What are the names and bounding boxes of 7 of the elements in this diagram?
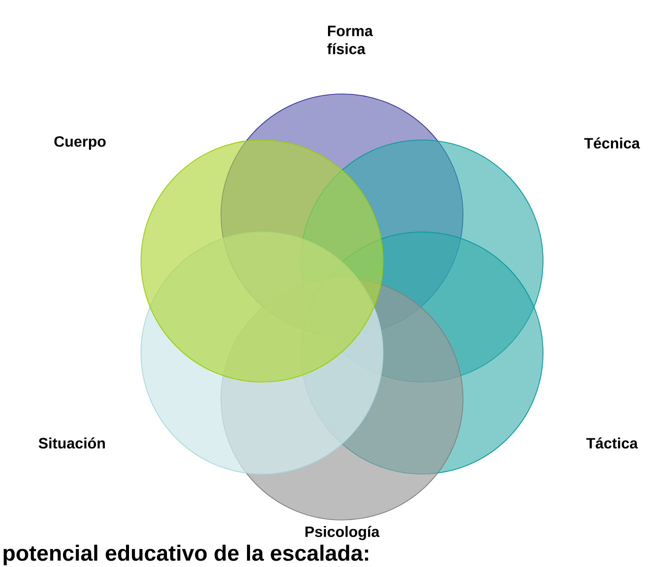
circle-label: Cuerpo [54,136,106,150]
title: potencial educativo de la escalada: [4,544,368,566]
circle-label: Técnica [584,137,640,149]
circle-label: Forma física [327,26,373,54]
circle-label: Táctica [586,437,638,449]
circle-label: Psicología [306,526,380,540]
circle-label: Situación [38,437,105,449]
